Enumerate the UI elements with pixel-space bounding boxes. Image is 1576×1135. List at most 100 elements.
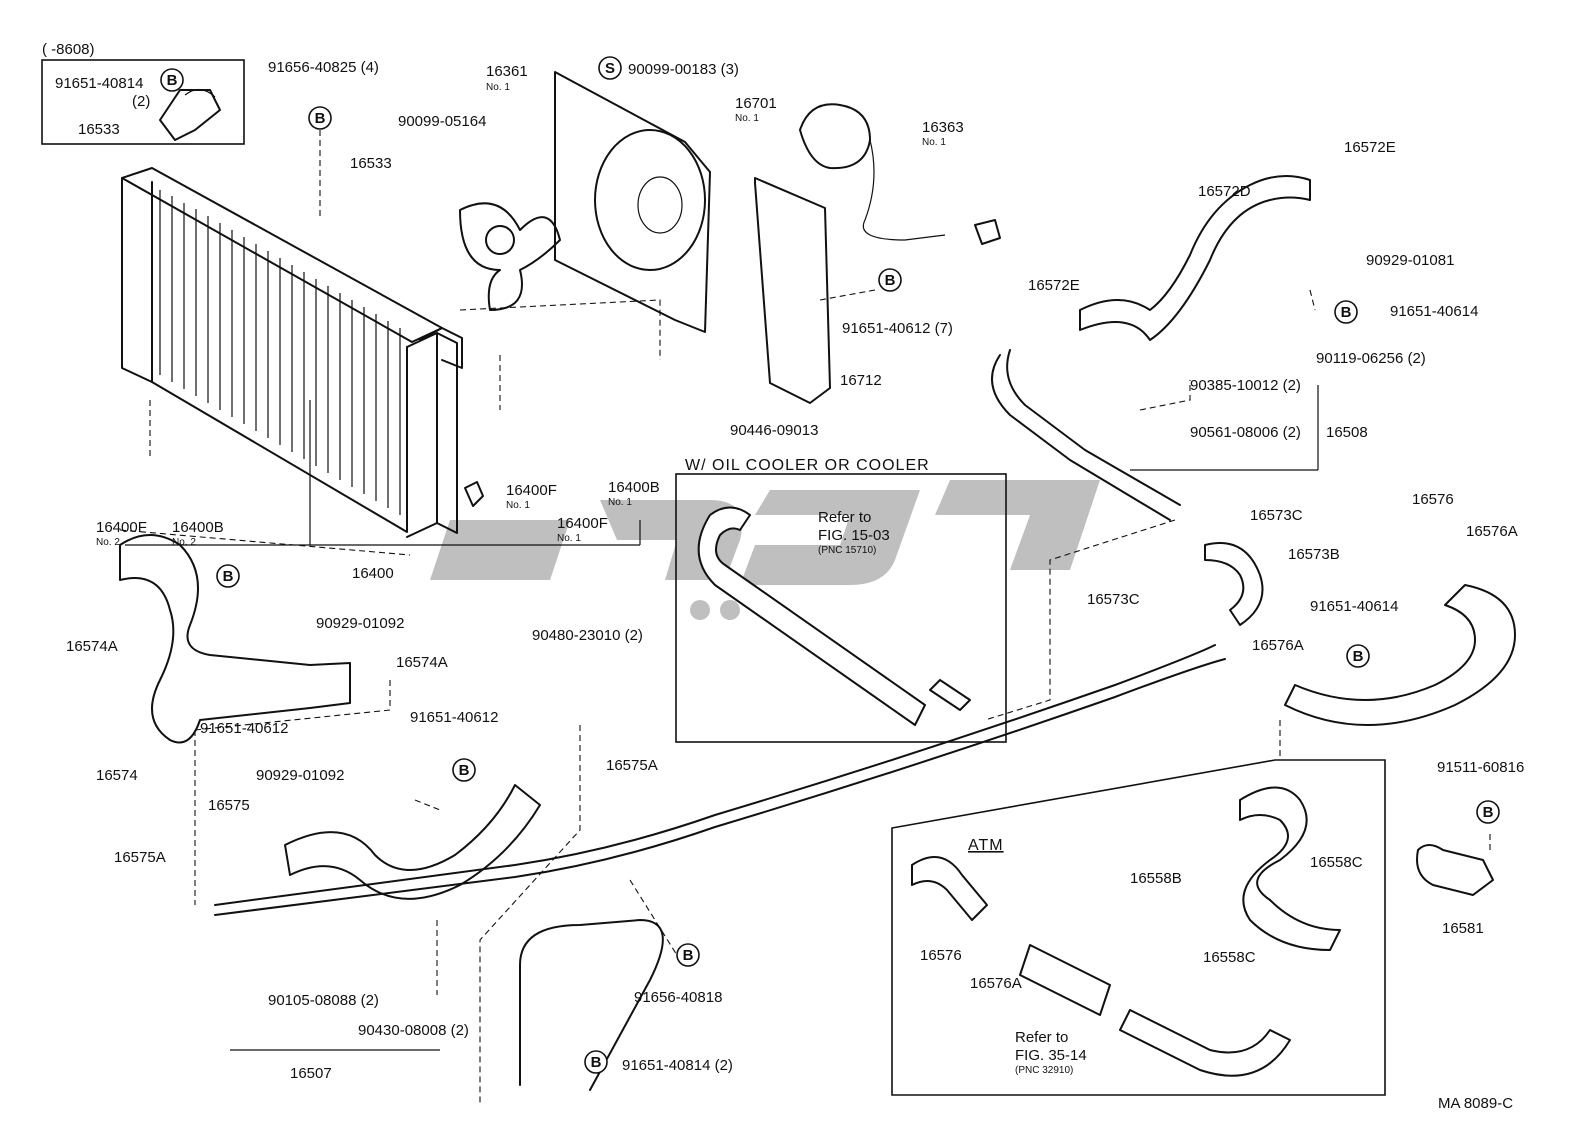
part-label-39: 16576A [1252,637,1304,654]
circle-mark-9: B [676,943,700,967]
part-label-25: No. 1 [608,497,632,508]
part-label-38: 91651-40614 [1310,598,1398,615]
oil-cooler-ref-2: FIG. 15-03 [818,527,890,544]
part-label-8: 16363 [922,119,964,136]
hose-16575 [284,784,541,900]
oil-cooler-ref-1: Refer to [818,509,871,526]
part-label-56: 16576A [970,975,1022,992]
circle-mark-1: B [308,106,332,130]
circle-mark-letter: B [1483,804,1494,821]
circle-mark-3: B [878,268,902,292]
bracket-16581 [1416,844,1494,896]
circle-mark-5: B [216,564,240,588]
part-label-40: 16574A [66,638,118,655]
atm-ref-3: (PNC 32910) [1015,1065,1073,1076]
part-label-55: 16576 [920,947,962,964]
part-label-45: 91651-40612 [200,720,288,737]
part-label-52: 16558C [1310,854,1363,871]
part-label-44: 16574 [96,767,138,784]
cooling-fan [459,202,561,311]
part-label-27: No. 1 [557,533,581,544]
inset-label-part: 91651-40814 [55,75,143,92]
circle-mark-6: B [452,758,476,782]
part-label-54: 16581 [1442,920,1484,937]
part-label-61: 91656-40818 [634,989,722,1006]
circle-mark-letter: B [683,947,694,964]
atm-title: ATM [968,837,1004,854]
part-label-31: No. 2 [172,537,196,548]
part-label-11: 16572D [1198,183,1251,200]
part-label-60: 16507 [290,1065,332,1082]
part-label-42: 16574A [396,654,448,671]
fan-motor [799,103,1001,245]
part-label-59: 90430-08008 (2) [358,1022,469,1039]
part-label-0: 91656-40825 (4) [268,59,379,76]
drawing-code: MA 8089-C [1438,1095,1513,1112]
atm-box [891,759,1386,1096]
circle-mark-2: S [598,56,622,80]
part-label-23: No. 1 [506,500,530,511]
part-label-41: 90929-01092 [316,615,404,632]
part-label-17: 90561-08006 (2) [1190,424,1301,441]
part-label-28: 16400F [96,519,147,536]
circle-mark-7: B [1346,644,1370,668]
oil-cooler-ref-3: (PNC 15710) [818,545,876,556]
part-label-5: 90099-00183 (3) [628,61,739,78]
part-label-48: 16575A [606,757,658,774]
part-label-22: 16400F [506,482,557,499]
inset-date-code: ( -8608) [42,41,95,58]
circle-mark-letter: B [885,272,896,289]
fan-shroud [554,71,711,333]
part-label-12: 16572E [1028,277,1080,294]
part-label-16: 90385-10012 (2) [1190,377,1301,394]
circle-mark-letter: B [223,568,234,585]
part-label-19: 91651-40612 (7) [842,320,953,337]
inset-box-8608 [41,59,245,145]
part-label-10: 16572E [1344,139,1396,156]
part-label-29: No. 2 [96,537,120,548]
circle-mark-letter: B [167,72,178,89]
part-label-24: 16400B [608,479,660,496]
hose-16573B [1204,542,1264,626]
part-label-34: 16573B [1288,546,1340,563]
circle-mark-letter: B [591,1054,602,1071]
part-label-47: 90929-01092 [256,767,344,784]
atm-ref-1: Refer to [1015,1029,1068,1046]
circle-mark-0: B [160,68,184,92]
part-label-30: 16400B [172,519,224,536]
part-label-50: 16575A [114,849,166,866]
part-label-7: No. 1 [735,113,759,124]
part-label-49: 16575 [208,797,250,814]
part-label-62: 91651-40814 (2) [622,1057,733,1074]
part-label-4: 90099-05164 [398,113,486,130]
circle-mark-8: B [1476,800,1500,824]
part-label-1: 16533 [350,155,392,172]
part-label-43: 90480-23010 (2) [532,627,643,644]
part-label-57: 16558C [1203,949,1256,966]
atm-ref-2: FIG. 35-14 [1015,1047,1087,1064]
part-label-33: 16573C [1250,507,1303,524]
part-label-37: 16576A [1466,523,1518,540]
solid-leaders [125,385,1319,1051]
circle-mark-letter: S [605,60,615,77]
part-label-36: 16576 [1412,491,1454,508]
oil-cooler-box [675,473,1007,743]
part-label-21: 90446-09013 [730,422,818,439]
inset-label-qty: (2) [132,93,150,110]
hose-16576 [1284,584,1516,726]
circle-mark-letter: B [459,762,470,779]
part-label-13: 90929-01081 [1366,252,1454,269]
part-label-53: 16558B [1130,870,1182,887]
part-label-46: 91651-40612 [410,709,498,726]
part-label-32: 16400 [352,565,394,582]
oil-cooler-title: W/ OIL COOLER OR COOLER [685,457,930,474]
part-label-35: 16573C [1087,591,1140,608]
part-label-18: 16508 [1326,424,1368,441]
part-label-2: 16361 [486,63,528,80]
hose-16574 [119,534,351,744]
circle-mark-4: B [1334,300,1358,324]
leader-lines [119,130,1491,1105]
pipe-16508 [991,349,1181,521]
part-label-20: 16712 [840,372,882,389]
